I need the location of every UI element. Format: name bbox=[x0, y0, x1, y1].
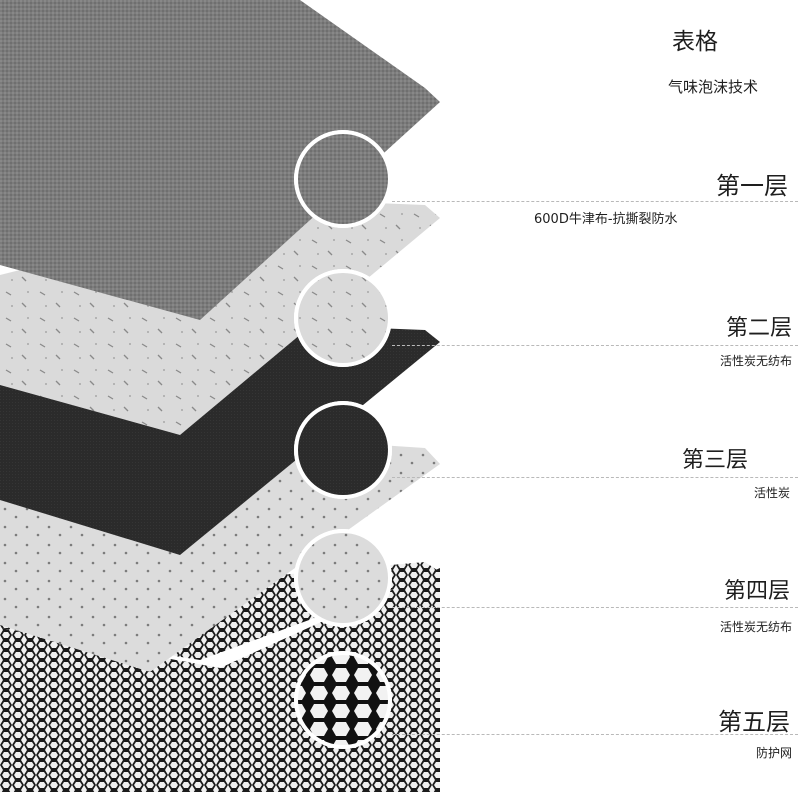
swatch-circle-3 bbox=[294, 401, 392, 499]
leader-line-2 bbox=[392, 345, 798, 346]
swatch-circle-1 bbox=[294, 130, 392, 228]
layer-2-name: 第二层 bbox=[726, 316, 793, 341]
header-subtitle: 气味泡沫技术 bbox=[668, 78, 759, 96]
header-title: 表格 bbox=[672, 29, 718, 55]
leader-line-4 bbox=[392, 607, 798, 608]
layer-5-name: 第五层 bbox=[718, 708, 790, 736]
layer-4-name: 第四层 bbox=[724, 579, 791, 604]
leader-line-1 bbox=[392, 201, 798, 202]
swatch-circle-2 bbox=[294, 269, 392, 367]
layer-3-name: 第三层 bbox=[682, 448, 749, 473]
layer-4-desc: 活性炭无纺布 bbox=[720, 620, 793, 634]
layer-1-name: 第一层 bbox=[716, 172, 788, 200]
swatch-circle-4 bbox=[294, 529, 392, 627]
leader-line-5 bbox=[392, 734, 798, 735]
layer-5-desc: 防护网 bbox=[756, 746, 793, 760]
fabric-sheet bbox=[0, 0, 440, 320]
layer-2-desc: 活性炭无纺布 bbox=[720, 354, 793, 368]
swatch-circle-5 bbox=[294, 651, 392, 749]
layer-1-desc: 600D牛津布-抗撕裂防水 bbox=[534, 212, 678, 227]
leader-line-3 bbox=[392, 477, 798, 478]
layer-3-desc: 活性炭 bbox=[754, 486, 791, 500]
